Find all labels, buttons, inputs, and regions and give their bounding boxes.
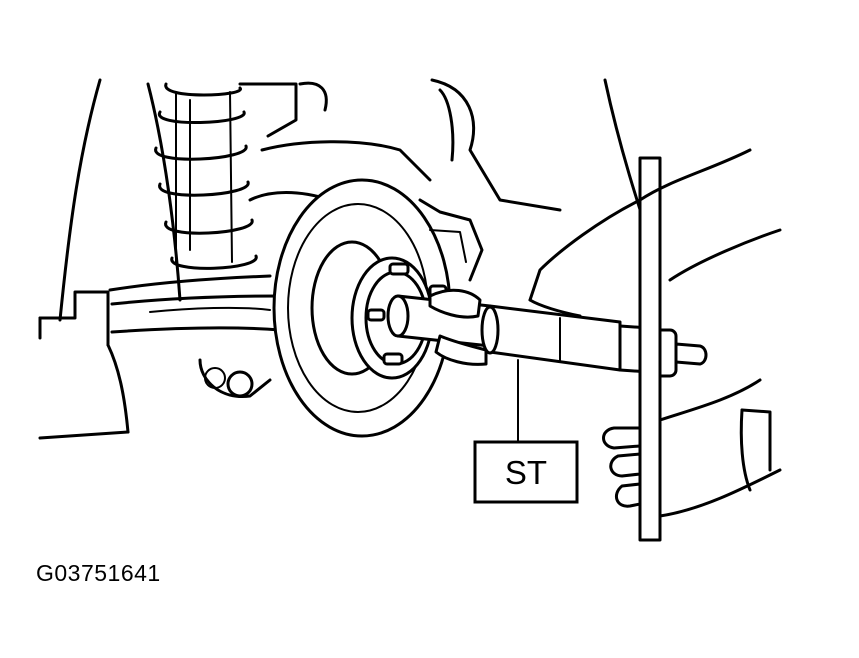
t-handle xyxy=(638,156,662,542)
body-panel xyxy=(38,78,182,440)
lower-hand xyxy=(602,378,782,518)
upper-hand xyxy=(428,148,782,366)
st-callout: ST xyxy=(473,359,579,504)
figure-id: G03751641 xyxy=(36,560,161,586)
coil-spring xyxy=(154,82,258,270)
callout-label: ST xyxy=(505,454,547,491)
lower-arm xyxy=(108,274,284,398)
callout-box xyxy=(473,440,579,504)
